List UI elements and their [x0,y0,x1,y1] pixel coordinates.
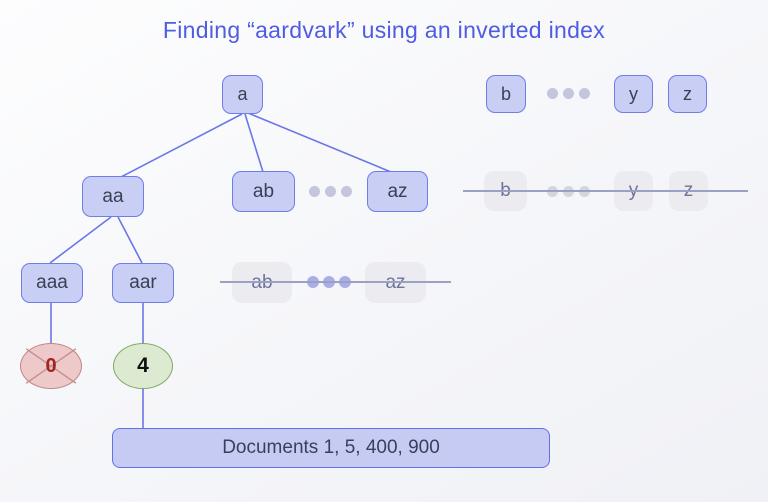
pruned-node-ab: ab [232,262,292,303]
pruned-node-az: az [365,262,426,303]
trie-node-z: z [668,75,707,113]
trie-node-aa: aa [82,176,144,217]
pruned-node-z: z [669,171,708,211]
trie-node-aar: aar [112,263,174,303]
crossed-out-icon [25,348,77,384]
trie-node-aaa: aaa [21,263,83,303]
no-match-count: 0 [45,354,57,377]
no-match-count-ellipse: 0 [20,343,82,389]
diagram-title: Finding “aardvark” using an inverted ind… [162,17,606,43]
trie-node-b: b [486,75,526,113]
match-count-ellipse: 4 [113,343,173,389]
pruned-node-b: b [484,171,527,211]
ellipsis-dots-pruned-mid [307,276,351,288]
trie-node-y: y [614,75,653,113]
trie-node-ab: ab [232,171,295,212]
trie-node-a: a [222,75,263,114]
ellipsis-dots-pruned-right [547,186,590,197]
documents-result-box: Documents 1, 5, 400, 900 [112,428,550,468]
trie-node-az: az [367,171,428,212]
ellipsis-dots-top-row [547,88,590,99]
pruned-node-y: y [614,171,653,211]
ellipsis-dots-level2-row [309,186,352,197]
match-count: 4 [137,354,149,377]
